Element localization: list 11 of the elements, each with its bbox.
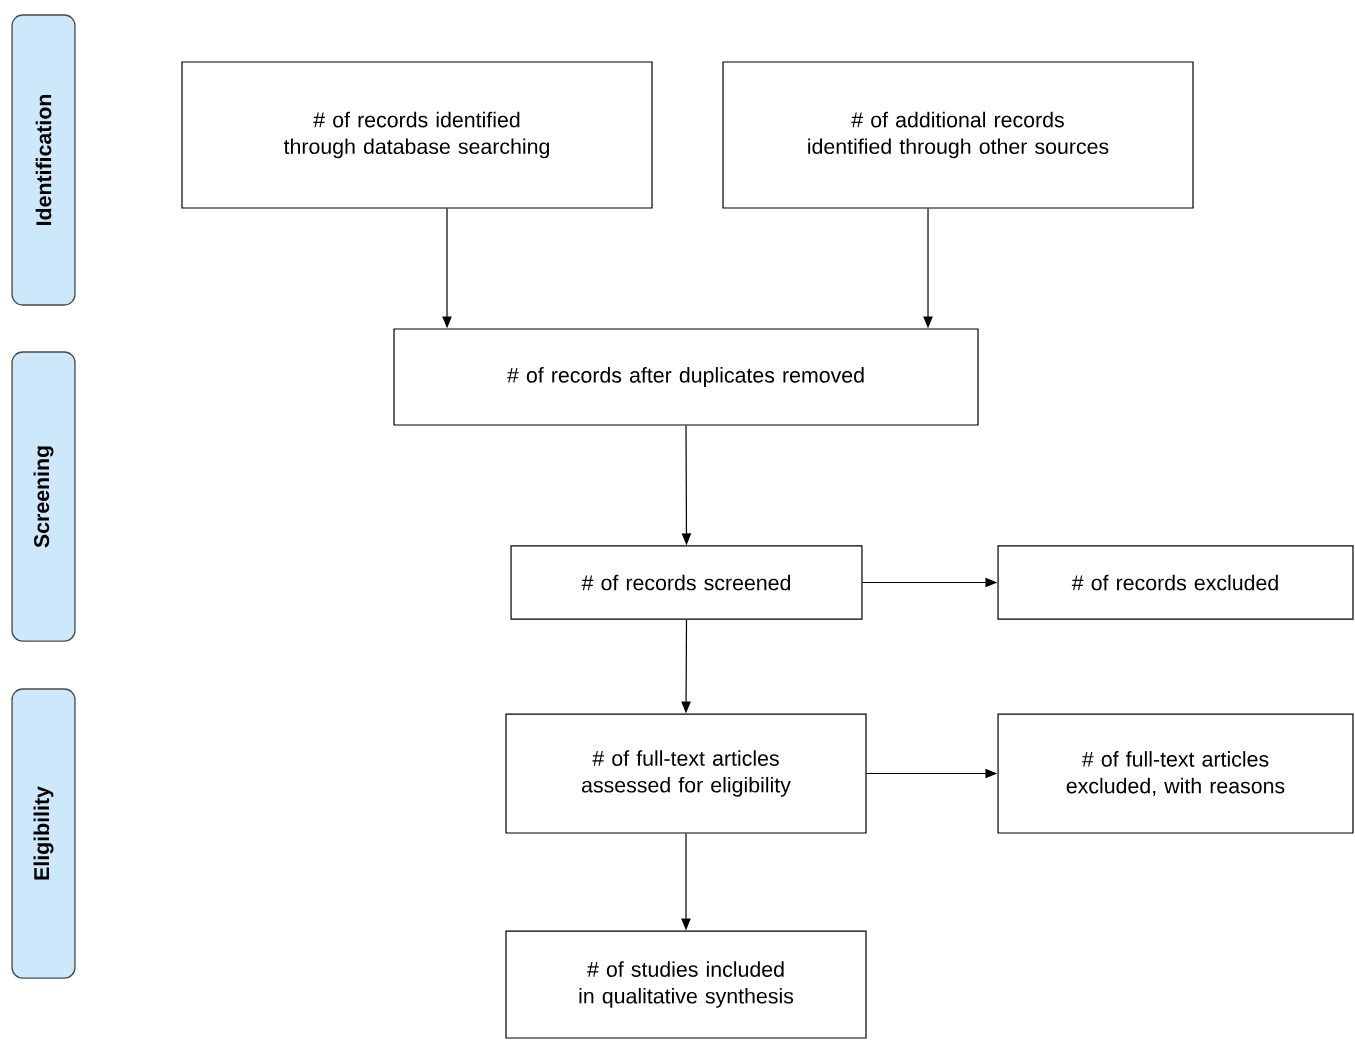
process-box: # of studies included in qualitative synthesis xyxy=(505,930,867,1039)
phase-band: Identification xyxy=(11,14,76,306)
process-box: # of full-text articles excluded, with reasons xyxy=(997,713,1354,834)
process-box: # of additional records identified through other sources xyxy=(722,61,1194,209)
process-box: # of records after duplicates removed xyxy=(393,328,979,426)
process-box: # of records screened xyxy=(510,545,863,620)
phase-band: Eligibility xyxy=(11,688,76,979)
process-box: # of records identified through database searching xyxy=(181,61,653,209)
process-box: # of records excluded xyxy=(997,545,1354,620)
process-box: # of full-text articles assessed for eligibility xyxy=(505,713,867,834)
phase-band: Screening xyxy=(11,351,76,642)
